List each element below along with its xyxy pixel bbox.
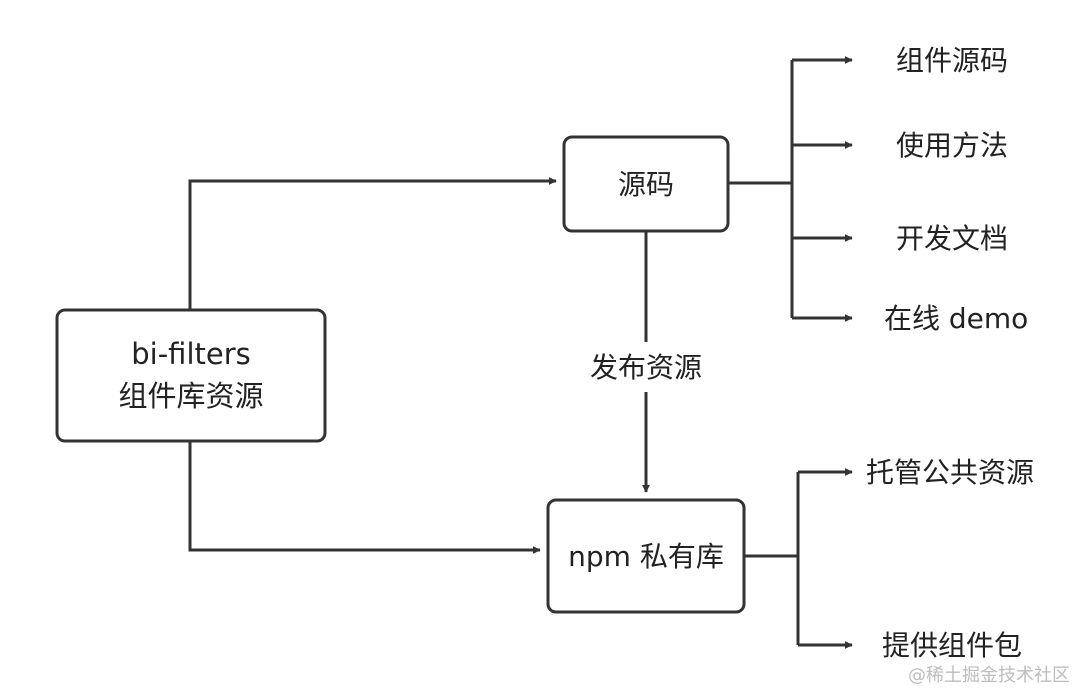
root-node-subtitle: 组件库资源 — [118, 379, 263, 413]
output-component-source: 组件源码 — [896, 44, 1008, 77]
output-dev-docs: 开发文档 — [896, 222, 1008, 255]
source-node-label: 源码 — [618, 168, 674, 201]
edge-root-to-source — [188, 177, 557, 310]
watermark: @稀土掘金技术社区 — [908, 665, 1070, 686]
edge-root-to-npm — [188, 442, 541, 554]
npm-node: npm 私有库 — [546, 498, 746, 614]
output-hosted-resources: 托管公共资源 — [866, 456, 1034, 489]
edge-label-publish: 发布资源 — [590, 351, 702, 384]
npm-node-label: npm 私有库 — [568, 540, 724, 573]
output-online-demo: 在线 demo — [884, 302, 1028, 335]
root-node-title: bi-filters — [131, 337, 251, 371]
output-usage: 使用方法 — [896, 129, 1008, 162]
source-node: 源码 — [562, 135, 730, 233]
output-component-package: 提供组件包 — [882, 629, 1022, 662]
root-node: bi-filters 组件库资源 — [55, 308, 327, 443]
